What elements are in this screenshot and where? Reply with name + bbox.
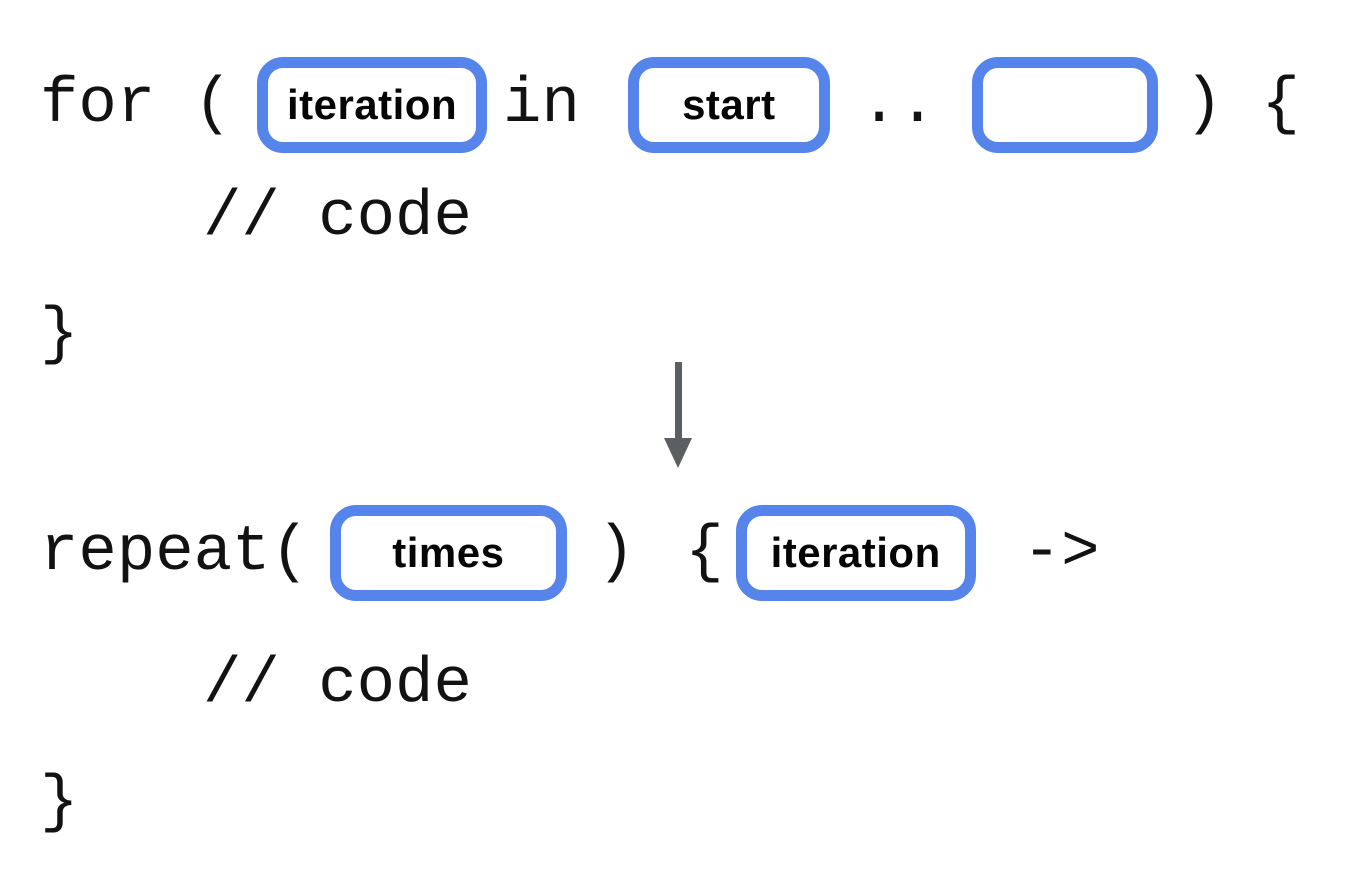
end-slot: [971, 57, 1158, 153]
start-slot-label: start: [682, 81, 776, 128]
start-slot: start: [627, 57, 830, 153]
for-body-comment-line: // code: [0, 168, 472, 268]
iteration-slot-label: iteration: [770, 529, 941, 576]
for-closing-brace-line: }: [0, 285, 78, 385]
range-operator-token: ..: [859, 69, 937, 141]
down-arrow-icon: [664, 362, 692, 468]
closing-brace: }: [40, 299, 79, 371]
times-slot: times: [329, 505, 567, 601]
in-operator-token: in: [503, 69, 580, 141]
iteration-slot: iteration: [257, 57, 488, 153]
code-comment: // code: [203, 182, 472, 254]
repeat-closing-brace-line: }: [0, 753, 78, 853]
for-close-token: ) {: [1184, 69, 1300, 141]
repeat-keyword-token: repeat(: [40, 517, 309, 589]
iteration-slot-label: iteration: [286, 81, 458, 128]
closing-brace: }: [40, 767, 79, 839]
times-slot-label: times: [392, 529, 505, 576]
close-paren-token: ): [596, 517, 636, 589]
lambda-arrow-token: ->: [1022, 517, 1100, 589]
repeat-body-comment-line: // code: [0, 635, 472, 735]
iteration-slot: iteration: [735, 505, 976, 601]
repeat-signature-line: repeat( times ) { iteration ->: [0, 505, 1099, 601]
for-loop-signature-line: for ( iteration in start .. ) {: [0, 55, 1300, 155]
code-comment: // code: [203, 649, 472, 721]
for-keyword-token: for (: [40, 69, 233, 141]
open-brace-token: {: [685, 517, 724, 589]
down-arrow-head: [664, 438, 692, 468]
down-arrow-shaft: [674, 362, 682, 438]
